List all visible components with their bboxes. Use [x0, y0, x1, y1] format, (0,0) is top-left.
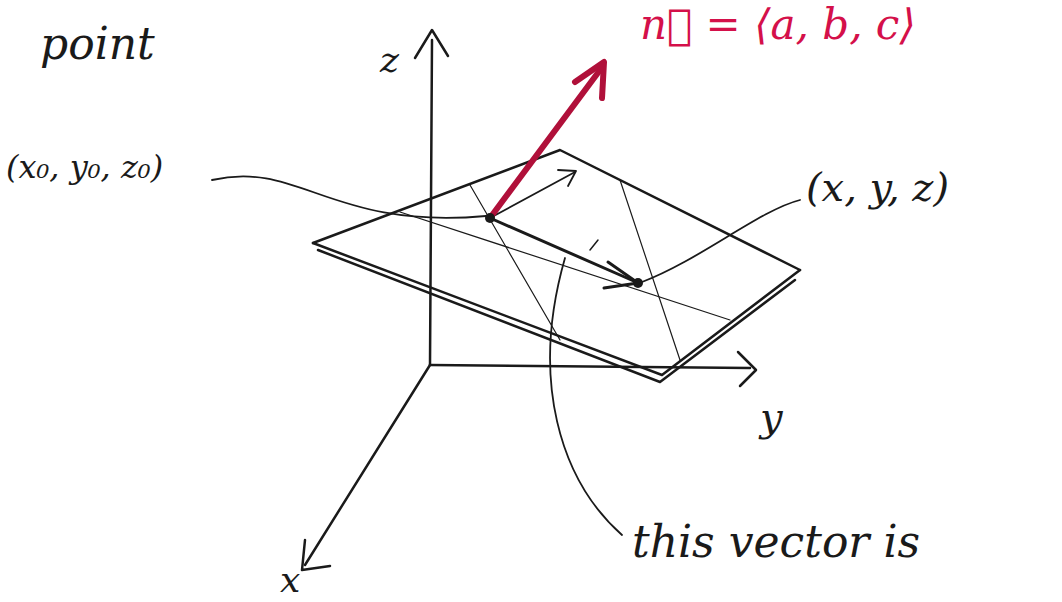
small-arrow [490, 172, 575, 218]
point-coordinates: (x₀, y₀, z₀) [6, 150, 163, 185]
point-coordinates: (x, y, z) [806, 165, 949, 209]
z-arrowhead [415, 30, 448, 58]
normal-vector-label: n⃗ = ⟨a, b, c⟩ [640, 2, 916, 48]
point-dot [633, 278, 643, 288]
x-arrowhead [302, 540, 330, 570]
plane-vector-head [604, 262, 638, 288]
plane-edge [318, 250, 795, 382]
plane-vector [490, 218, 636, 282]
axis-label: z [380, 40, 399, 80]
normal-vector [490, 70, 600, 218]
plane-grid [400, 212, 730, 320]
leader-line [642, 200, 800, 282]
point-label: point [40, 20, 155, 68]
note-text: this vector is [632, 518, 920, 566]
y-arrowhead [738, 352, 756, 386]
axis-label: x [280, 560, 300, 600]
z-axis [430, 40, 432, 365]
point-dot [485, 213, 495, 223]
small-arrowhead [558, 170, 576, 186]
plane-edge [313, 150, 800, 270]
leader-line [212, 176, 486, 217]
axis-label: y [760, 395, 783, 439]
x-axis [305, 365, 430, 565]
normal-arrowhead [575, 62, 604, 98]
plane-grid [470, 185, 560, 340]
tick-mark [590, 240, 598, 250]
y-axis [430, 365, 750, 368]
leader-line [550, 258, 622, 535]
